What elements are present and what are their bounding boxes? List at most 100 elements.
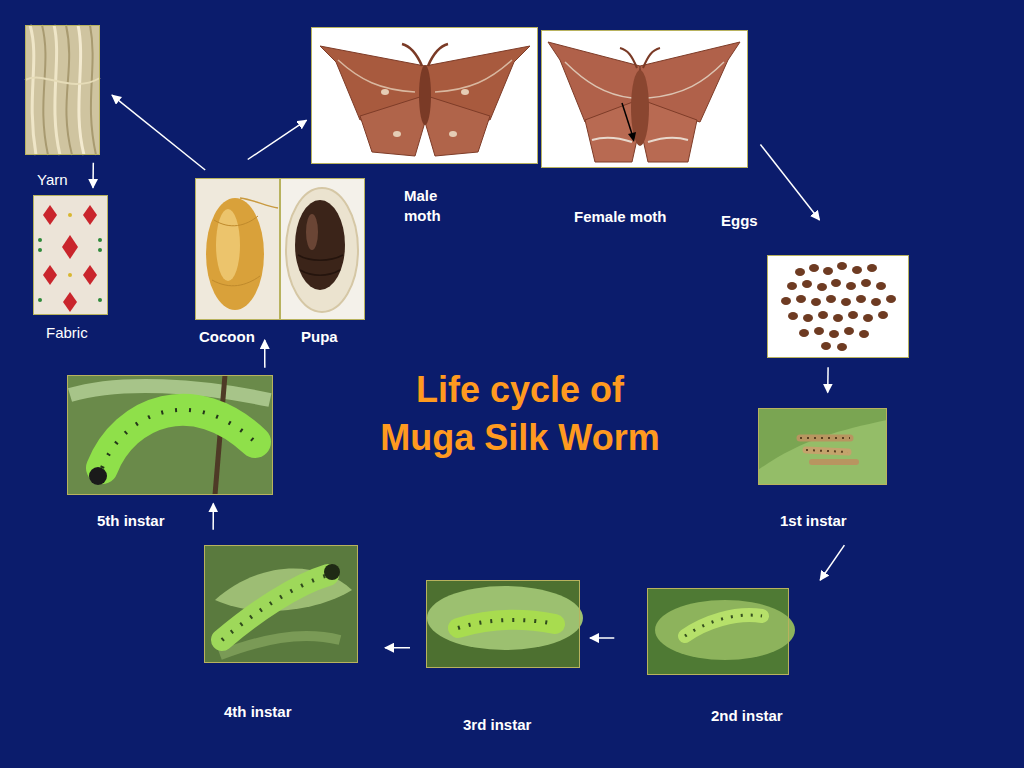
cycle-arrow bbox=[92, 163, 94, 188]
cycle-arrow bbox=[590, 637, 614, 639]
eggs-photo bbox=[861, 279, 871, 287]
fifth-instar-photo bbox=[67, 375, 273, 495]
eggs-photo bbox=[802, 280, 812, 288]
cocoon-photo bbox=[216, 209, 240, 281]
first-instar-photo bbox=[806, 450, 848, 452]
eggs-photo bbox=[876, 282, 886, 290]
stage-photo-box: Pupa bbox=[280, 178, 365, 320]
stage-photo-box: Female moth bbox=[541, 30, 748, 168]
fabric-photo bbox=[68, 213, 72, 217]
female-moth-photo bbox=[648, 62, 724, 98]
male-moth-photo bbox=[425, 96, 490, 156]
eggs-photo bbox=[859, 330, 869, 338]
stage-photo-box: 5th instar bbox=[67, 375, 273, 495]
stage-photo-box: 1st instar bbox=[758, 408, 887, 485]
yarn-photo bbox=[25, 25, 100, 155]
eggs-photo bbox=[818, 311, 828, 319]
eggs-photo bbox=[829, 330, 839, 338]
eggs-photo bbox=[814, 327, 824, 335]
stage-label: 2nd instar bbox=[711, 706, 783, 726]
pupa-photo bbox=[280, 178, 365, 320]
fifth-instar-photo bbox=[67, 375, 273, 495]
first-instar-photo bbox=[806, 450, 848, 452]
eggs-photo bbox=[826, 295, 836, 303]
fifth-instar-photo bbox=[102, 410, 255, 468]
pupa-photo bbox=[295, 200, 345, 290]
eggs-photo bbox=[799, 329, 809, 337]
stage-label: Female moth bbox=[574, 207, 667, 227]
stage-photo-box: Male moth bbox=[311, 27, 538, 164]
eggs-photo bbox=[831, 279, 841, 287]
male-moth-photo bbox=[449, 131, 457, 137]
eggs-photo bbox=[767, 255, 909, 358]
eggs-photo bbox=[781, 297, 791, 305]
fabric-photo bbox=[33, 195, 108, 315]
cycle-arrow bbox=[264, 340, 266, 368]
female-moth-photo bbox=[541, 30, 748, 168]
eggs-photo bbox=[848, 311, 858, 319]
yarn-photo bbox=[66, 25, 72, 155]
second-instar-photo bbox=[647, 588, 795, 675]
yarn-photo bbox=[25, 78, 100, 85]
fourth-instar-photo bbox=[222, 575, 328, 640]
third-instar-photo bbox=[458, 620, 555, 628]
diagram-title: Life cycle of Muga Silk Worm bbox=[370, 366, 670, 462]
female-moth-photo bbox=[643, 48, 660, 68]
fifth-instar-photo bbox=[89, 467, 107, 485]
eggs-photo bbox=[781, 262, 896, 351]
cocoon-photo bbox=[206, 198, 264, 310]
male-moth-photo bbox=[338, 60, 415, 92]
male-moth-photo bbox=[428, 44, 448, 66]
fabric-photo bbox=[38, 238, 42, 242]
eggs-photo bbox=[871, 298, 881, 306]
eggs-photo bbox=[821, 342, 831, 350]
yarn-photo bbox=[25, 25, 100, 155]
fourth-instar-photo bbox=[204, 545, 358, 663]
stage-label: 1st instar bbox=[780, 511, 847, 531]
male-moth-photo bbox=[393, 131, 401, 137]
eggs-photo bbox=[795, 268, 805, 276]
third-instar-photo bbox=[427, 586, 583, 650]
cocoon-photo bbox=[212, 276, 260, 286]
stage-label: Yarn bbox=[37, 170, 68, 190]
cycle-arrow bbox=[212, 503, 214, 529]
cycle-arrow bbox=[385, 647, 410, 649]
pupa-photo bbox=[280, 178, 365, 320]
eggs-photo bbox=[796, 295, 806, 303]
female-moth-photo bbox=[622, 103, 632, 134]
third-instar-photo bbox=[458, 620, 555, 628]
stage-photo-box: 3rd instar bbox=[426, 580, 580, 668]
pupa-photo bbox=[306, 214, 318, 250]
stage-photo-box: Cocoon bbox=[195, 178, 280, 320]
eggs-photo bbox=[837, 262, 847, 270]
stage-photo-box: 2nd instar bbox=[647, 588, 789, 675]
fabric-photo bbox=[83, 205, 97, 225]
eggs-photo bbox=[803, 314, 813, 322]
female-moth-photo bbox=[620, 48, 637, 68]
female-moth-photo bbox=[541, 30, 748, 168]
cocoon-photo bbox=[195, 178, 280, 320]
fabric-photo bbox=[38, 248, 42, 252]
eggs-photo bbox=[856, 295, 866, 303]
pupa-photo bbox=[298, 255, 343, 260]
eggs-photo bbox=[817, 283, 827, 291]
fabric-photo bbox=[98, 248, 102, 252]
fabric-photo bbox=[43, 205, 57, 225]
yarn-photo bbox=[30, 25, 36, 155]
first-instar-photo bbox=[800, 435, 850, 442]
cycle-arrow bbox=[827, 367, 829, 392]
eggs-photo bbox=[867, 264, 877, 272]
eggs-photo bbox=[863, 314, 873, 322]
eggs-photo bbox=[878, 311, 888, 319]
female-moth-photo bbox=[592, 138, 632, 142]
male-moth-photo bbox=[381, 89, 389, 95]
eggs-photo bbox=[809, 264, 819, 272]
stage-photo-box: Yarn bbox=[25, 25, 100, 155]
fourth-instar-photo bbox=[324, 564, 340, 580]
stage-label: Male moth bbox=[404, 186, 456, 226]
stage-photo-box: Eggs bbox=[767, 255, 909, 358]
first-instar-photo bbox=[800, 437, 850, 439]
eggs-photo bbox=[846, 282, 856, 290]
pupa-photo bbox=[286, 188, 358, 312]
second-instar-photo bbox=[655, 600, 795, 660]
